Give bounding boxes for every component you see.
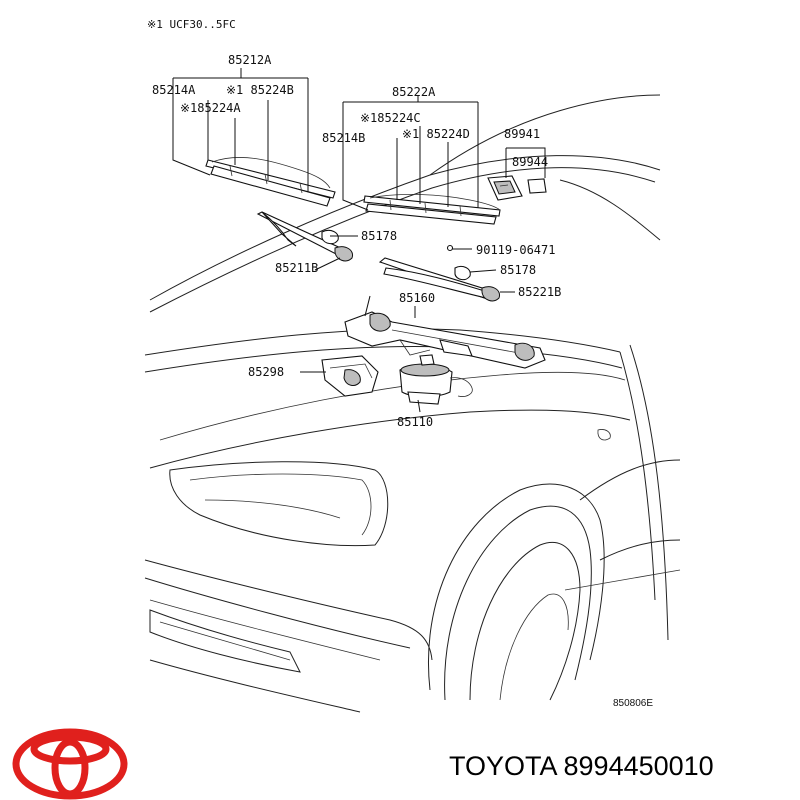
- wiper-arm-right: [378, 244, 501, 302]
- washer-nozzle-89941: [487, 175, 523, 201]
- label-85178-left[interactable]: 85178: [361, 229, 397, 243]
- toyota-logo-icon: [12, 728, 128, 800]
- wiper-arm-left: [256, 211, 354, 262]
- label-85178-right[interactable]: 85178: [500, 263, 536, 277]
- car-body-outline: [144, 94, 681, 713]
- label-85110[interactable]: 85110: [397, 415, 433, 429]
- cover-85298: [321, 355, 379, 397]
- label-85214B[interactable]: 85214B: [322, 131, 365, 145]
- label-85221B[interactable]: 85221B: [518, 285, 561, 299]
- applicability-note: ※1 UCF30..5FC: [147, 18, 236, 31]
- label-85214A[interactable]: 85214A: [152, 83, 196, 97]
- label-85224A[interactable]: ※185224A: [180, 101, 241, 115]
- wiper-blade-right: [363, 194, 501, 225]
- label-90119-06471[interactable]: 90119-06471: [476, 243, 555, 257]
- label-89944[interactable]: 89944: [512, 155, 548, 169]
- wiper-blade-left: [205, 157, 336, 207]
- brand-part-number: TOYOTA 8994450010: [449, 751, 714, 781]
- wiper-link-85160: [344, 311, 546, 369]
- leader-lines: [172, 68, 546, 413]
- label-85160[interactable]: 85160: [399, 291, 435, 305]
- diagram-code: 850806E: [613, 698, 653, 709]
- label-89941[interactable]: 89941: [504, 127, 540, 141]
- label-85298[interactable]: 85298: [248, 365, 284, 379]
- label-85224C[interactable]: ※185224C: [360, 111, 421, 125]
- label-85224D[interactable]: ※1 85224D: [402, 127, 470, 141]
- wiper-motor-85110: [399, 354, 473, 405]
- label-85211B[interactable]: 85211B: [275, 261, 318, 275]
- label-85224B[interactable]: ※1 85224B: [226, 83, 294, 97]
- pad-89944: [527, 178, 547, 194]
- label-85222A[interactable]: 85222A: [392, 85, 436, 99]
- label-85212A[interactable]: 85212A: [228, 53, 272, 67]
